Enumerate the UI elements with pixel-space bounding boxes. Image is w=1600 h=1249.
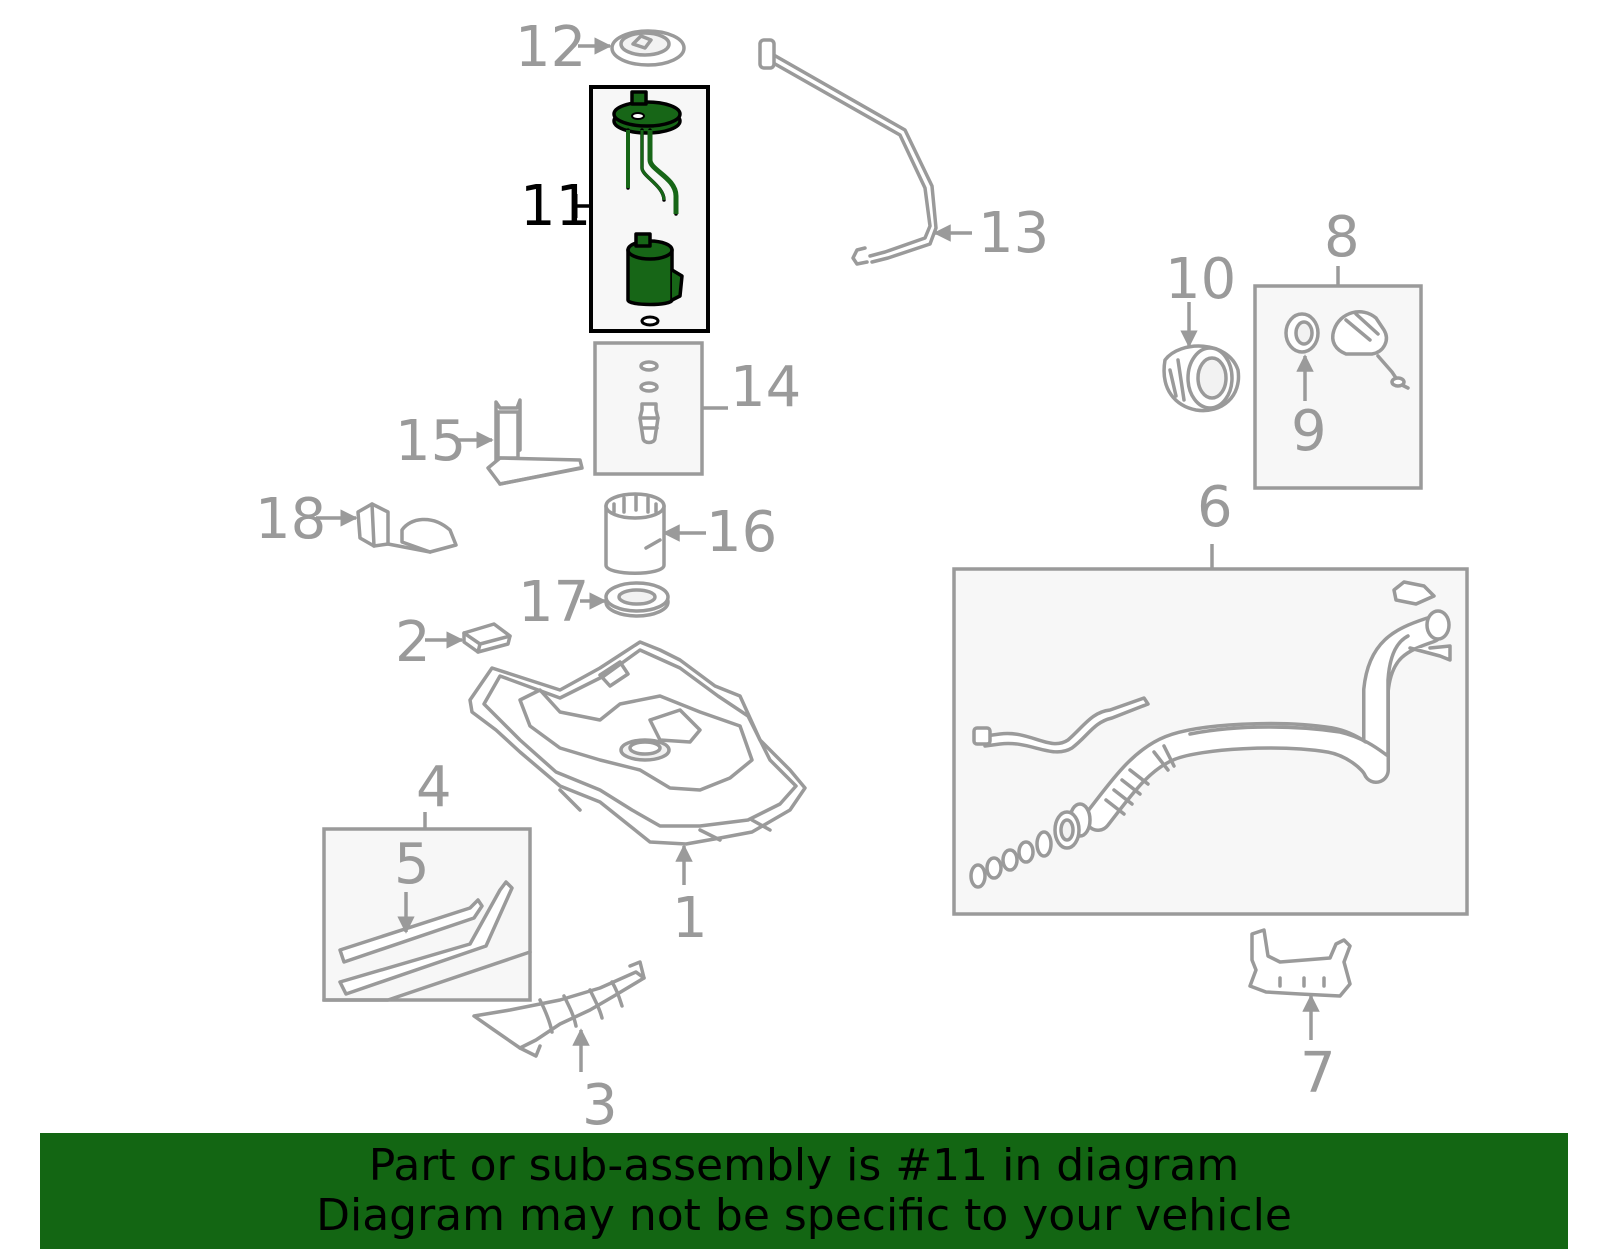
callout-3: 3 [582, 1073, 618, 1138]
part-16-reservoir-cup [604, 492, 666, 575]
part-8-fuel-cap [1331, 310, 1410, 390]
part-13-hose-line [758, 38, 938, 266]
part-12-gasket-ring [610, 29, 686, 67]
banner-line-2: Diagram may not be specific to your vehi… [316, 1190, 1292, 1241]
part-7-bracket [1248, 928, 1352, 998]
callout-4: 4 [416, 755, 452, 820]
notice-banner: Part or sub-assembly is #11 in diagram D… [40, 1133, 1568, 1249]
callout-15: 15 [395, 409, 466, 474]
part-11-fuel-pump-module [612, 90, 684, 327]
callout-11: 11 [520, 174, 591, 239]
part-18-clip [356, 502, 458, 554]
part-9-gasket [1284, 312, 1320, 354]
banner-line-1: Part or sub-assembly is #11 in diagram [368, 1140, 1240, 1191]
callout-2: 2 [395, 610, 431, 675]
part-1-fuel-tank [468, 640, 807, 846]
callout-14: 14 [730, 355, 801, 420]
part-17-gasket [604, 581, 670, 618]
part-6-filler-pipe [969, 580, 1452, 889]
callout-18: 18 [255, 487, 326, 552]
part-2-pad [462, 622, 512, 654]
callout-6: 6 [1197, 475, 1233, 540]
part-14-seal-kit [638, 360, 660, 445]
callout-13: 13 [978, 201, 1049, 266]
callout-5: 5 [394, 832, 430, 897]
callout-12: 12 [515, 15, 586, 80]
part-15-level-sensor [486, 398, 584, 486]
part-10-retainer-ring [1162, 344, 1241, 413]
callout-8: 8 [1324, 205, 1360, 270]
callout-7: 7 [1300, 1041, 1336, 1106]
callout-9: 9 [1291, 399, 1327, 464]
part-3-heat-shield [472, 960, 646, 1058]
callout-16: 16 [706, 500, 777, 565]
callout-10: 10 [1165, 247, 1236, 312]
callout-1: 1 [672, 886, 708, 951]
callout-17: 17 [518, 570, 589, 635]
